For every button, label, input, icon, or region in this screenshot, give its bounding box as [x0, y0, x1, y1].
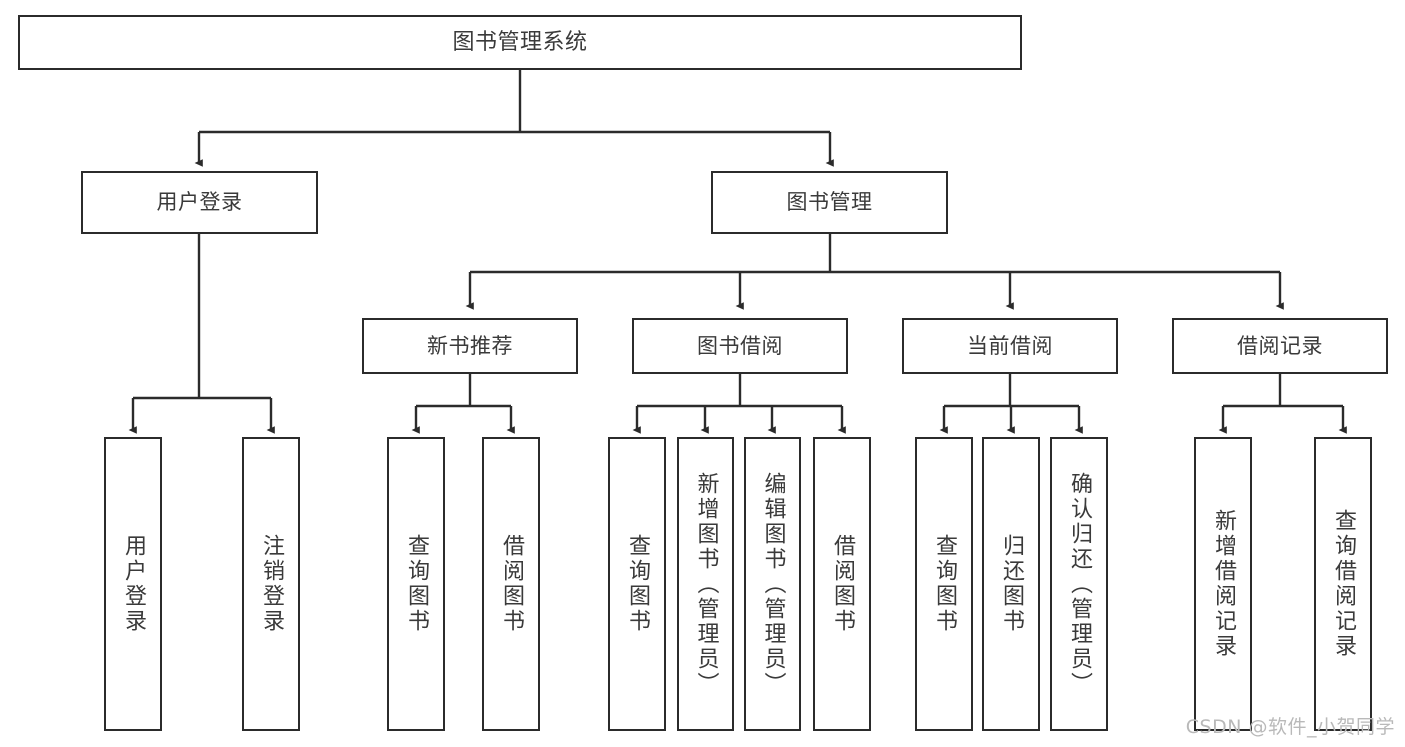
node-label: 用户登录 — [121, 534, 146, 634]
node-book-borrow[interactable]: 图书借阅 — [632, 318, 848, 374]
node-label: 查询借阅记录 — [1331, 509, 1356, 659]
leaf-user-login-signin[interactable]: 用户登录 — [104, 437, 162, 731]
node-label: 归还图书 — [999, 534, 1024, 634]
node-label: 图书借阅 — [697, 333, 783, 358]
node-label: 借阅记录 — [1237, 333, 1323, 358]
leaf-recommend-borrow-book[interactable]: 借阅图书 — [482, 437, 540, 731]
leaf-current-query-book[interactable]: 查询图书 — [915, 437, 973, 731]
leaf-borrow-borrow-book[interactable]: 借阅图书 — [813, 437, 871, 731]
node-label: 新增图书（管理员） — [693, 471, 719, 697]
leaf-recommend-query-book[interactable]: 查询图书 — [387, 437, 445, 731]
leaf-user-login-signout[interactable]: 注销登录 — [242, 437, 300, 731]
leaf-borrow-edit-book[interactable]: 编辑图书（管理员） — [744, 437, 801, 731]
node-borrow-record[interactable]: 借阅记录 — [1172, 318, 1388, 374]
node-book-management[interactable]: 图书管理 — [711, 171, 948, 234]
node-label: 图书管理系统 — [452, 29, 588, 55]
node-label: 用户登录 — [156, 190, 243, 215]
node-label: 图书管理 — [786, 190, 873, 215]
node-current-borrow[interactable]: 当前借阅 — [902, 318, 1118, 374]
leaf-current-return-book[interactable]: 归还图书 — [982, 437, 1040, 731]
node-user-login[interactable]: 用户登录 — [81, 171, 318, 234]
node-label: 注销登录 — [259, 534, 284, 634]
node-label: 借阅图书 — [499, 534, 524, 634]
node-label: 查询图书 — [404, 534, 429, 634]
leaf-borrow-query-book[interactable]: 查询图书 — [608, 437, 666, 731]
leaf-record-query-record[interactable]: 查询借阅记录 — [1314, 437, 1372, 731]
leaf-borrow-add-book[interactable]: 新增图书（管理员） — [677, 437, 734, 731]
node-label: 借阅图书 — [830, 534, 855, 634]
node-new-book-recommend[interactable]: 新书推荐 — [362, 318, 578, 374]
node-label: 确认归还（管理员） — [1067, 471, 1092, 697]
node-label: 新书推荐 — [427, 333, 513, 358]
leaf-current-confirm-return[interactable]: 确认归还（管理员） — [1050, 437, 1108, 731]
node-label: 编辑图书（管理员） — [760, 471, 786, 697]
node-label: 查询图书 — [932, 534, 957, 634]
node-label: 新增借阅记录 — [1211, 509, 1236, 659]
node-label: 查询图书 — [625, 534, 650, 634]
node-root-system[interactable]: 图书管理系统 — [18, 15, 1022, 70]
node-label: 当前借阅 — [967, 333, 1053, 358]
leaf-record-add-record[interactable]: 新增借阅记录 — [1194, 437, 1252, 731]
